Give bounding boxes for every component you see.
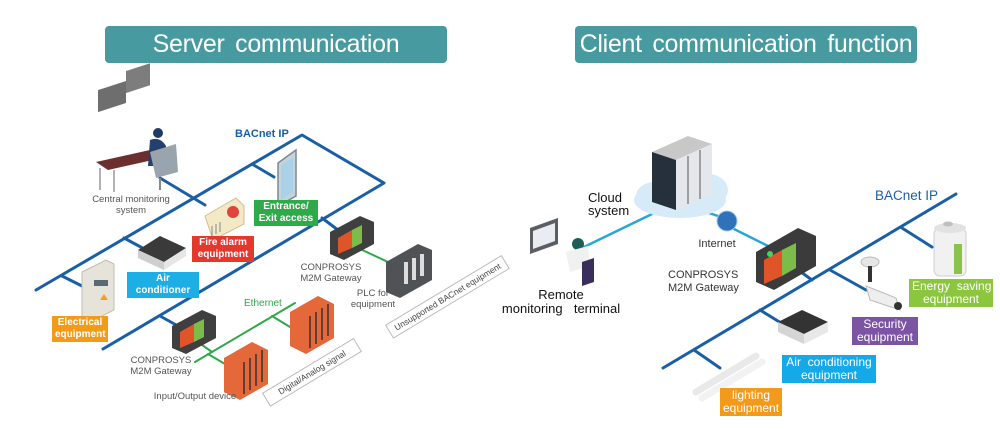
bacnet-branch-entrance <box>250 162 276 179</box>
io-device-label: Input/Output device <box>153 391 237 402</box>
cloud-line1: Cloud <box>588 190 622 205</box>
fire-alarm-line1: Fire alarm <box>199 237 247 248</box>
client-gateway-line2: M2M Gateway <box>668 282 739 294</box>
battery-icon <box>933 221 967 277</box>
entrance-line1: Entrance/ <box>263 201 309 212</box>
air-conditioning-line1: Air conditioning <box>786 355 872 369</box>
internet-globe-icon <box>716 210 738 232</box>
internet-gateway-link <box>730 226 770 248</box>
gateway-label-server-top: CONPROSYS M2M Gateway <box>296 262 366 284</box>
lighting-equipment-label: lighting equipment <box>720 388 782 416</box>
gateway-icon-server-bottom <box>172 310 216 354</box>
gateway-icon-client <box>756 228 816 290</box>
air-conditioning-line2: equipment <box>800 368 858 382</box>
io-device-icon-2 <box>290 296 334 354</box>
ethernet-label: Ethernet <box>244 298 282 309</box>
fire-alarm-label: Fire alarm equipment <box>192 236 254 262</box>
fire-alarm-icon <box>204 197 245 241</box>
electrical-line1: Electrical <box>57 317 103 328</box>
client-bacnet-line <box>661 192 958 370</box>
door-icon <box>277 148 297 208</box>
bacnet-line-upper <box>34 133 386 351</box>
server-rack-icon <box>652 136 712 210</box>
central-monitoring-line2: system <box>115 205 147 216</box>
remote-line1: Remote <box>538 287 584 302</box>
server-function-title: Server communication function <box>105 26 447 94</box>
plc-line2: equipment <box>350 299 396 310</box>
air-conditioning-label: Air conditioning equipment <box>782 355 876 383</box>
central-monitoring-line1: Central monitoring <box>92 194 170 205</box>
fire-alarm-line2: equipment <box>197 249 249 260</box>
bacnet-branch-central <box>158 176 207 207</box>
security-camera-icon <box>860 256 902 311</box>
client-branch-energy <box>900 226 934 249</box>
security-line1: Security <box>863 317 907 331</box>
electrical-equipment-label: Electrical equipment <box>52 316 108 342</box>
io-device-icon-1 <box>224 342 268 400</box>
bacnet-branch-electrical <box>60 274 86 289</box>
security-equipment-label: Security equipment <box>852 317 918 345</box>
plc-link <box>357 247 389 263</box>
entrance-line2: Exit access <box>258 213 314 224</box>
server-ethernet-network <box>194 247 389 365</box>
energy-line2: equipment <box>922 292 980 306</box>
remote-terminal-label: Remote monitoring terminal <box>496 288 626 316</box>
security-line2: equipment <box>856 330 914 344</box>
remote-cloud-link <box>582 212 654 249</box>
energy-line1: Energy saving <box>912 279 992 293</box>
air-conditioner-label: Air conditioner <box>127 272 199 298</box>
gateway-bottom-line1: CONPROSYS <box>130 355 192 366</box>
lighting-line1: lighting <box>731 388 771 402</box>
server-bacnet-network <box>34 133 386 351</box>
energy-saving-label: Energy saving equipment <box>909 279 993 307</box>
gateway-top-line1: CONPROSYS <box>300 262 362 273</box>
client-function-title: Client communication function <box>575 26 917 63</box>
client-branch-lighting <box>692 348 722 370</box>
central-monitoring-label: Central monitoring system <box>86 194 176 216</box>
client-branch-security <box>828 268 868 292</box>
server-bacnet-ip-label: BACnet IP <box>235 128 289 140</box>
electrical-line2: equipment <box>55 329 106 340</box>
client-bacnet-ip-label: BACnet IP <box>875 188 939 203</box>
gateway-bottom-line2: M2M Gateway <box>130 366 192 377</box>
cloud-system-label: Cloud system <box>588 191 629 217</box>
gateway-label-client: CONPROSYS M2M Gateway <box>668 269 754 295</box>
remote-line2: monitoring terminal <box>501 301 621 316</box>
client-air-conditioner-icon <box>778 310 828 344</box>
lighting-tubes-icon <box>692 352 766 402</box>
bacnet-branch-gateway1 <box>320 216 340 232</box>
ethernet-branch-io2 <box>271 315 291 328</box>
plc-label: PLC for equipment <box>348 288 398 310</box>
internet-label: Internet <box>698 238 736 250</box>
gateway-icon-server-top <box>330 216 374 260</box>
bacnet-branch-gateway2 <box>158 314 180 328</box>
client-gateway-line1: CONPROSYS <box>668 269 739 281</box>
gateway-top-line2: M2M Gateway <box>300 273 362 284</box>
gateway-label-server-bottom: CONPROSYS M2M Gateway <box>126 355 196 377</box>
plc-icon <box>386 244 432 298</box>
lighting-line2: equipment <box>723 401 780 415</box>
remote-terminal-icon <box>530 218 594 286</box>
air-conditioner-icon <box>138 236 186 270</box>
entrance-exit-label: Entrance/ Exit access <box>254 200 318 226</box>
ethernet-branch-io1 <box>207 353 226 365</box>
electrical-cabinet-icon <box>81 259 115 323</box>
plc-line1: PLC for <box>356 288 390 299</box>
cloud-line2: system <box>588 203 630 218</box>
central-monitoring-icon <box>96 63 178 192</box>
